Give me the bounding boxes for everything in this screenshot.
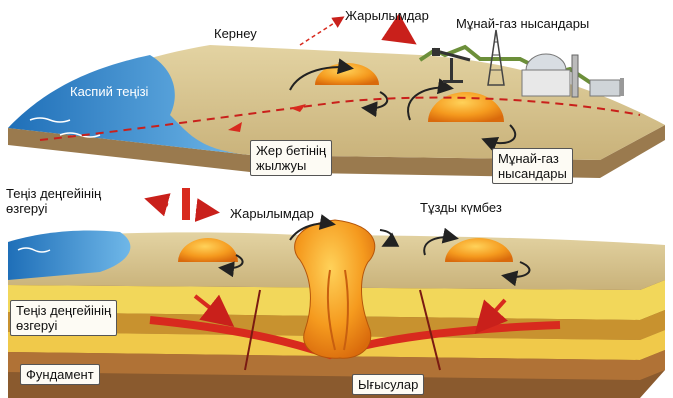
sea-level-change-top-label: Теңіз деңгейінің өзгеруі [6,186,101,216]
refinery-icon [522,54,624,97]
oil-gas-top-label: Мұнай-газ нысандары [456,16,589,31]
salt-dome-label: Тұзды күмбез [420,200,502,215]
faults-top-label: Жарылымдар [345,8,429,23]
bottom-cross-section [8,188,665,398]
faults-bottom-label: Жарылымдар [230,206,314,221]
oil-gas-box-label: Мұнай-газ нысандары [492,148,573,184]
basement-label: Фундамент [20,364,100,385]
sea-level-arrows-icon [150,188,214,220]
sea-level-change-bottom-label: Теңіз деңгейінің өзгеруі [10,300,117,336]
compression-label: Ығысулар [352,374,424,395]
caspian-sea-label: Каспий теңізі [70,84,148,99]
surface-shift-label: Жер бетінің жылжуы [250,140,332,176]
pressure-label: Кернеу [214,26,257,41]
